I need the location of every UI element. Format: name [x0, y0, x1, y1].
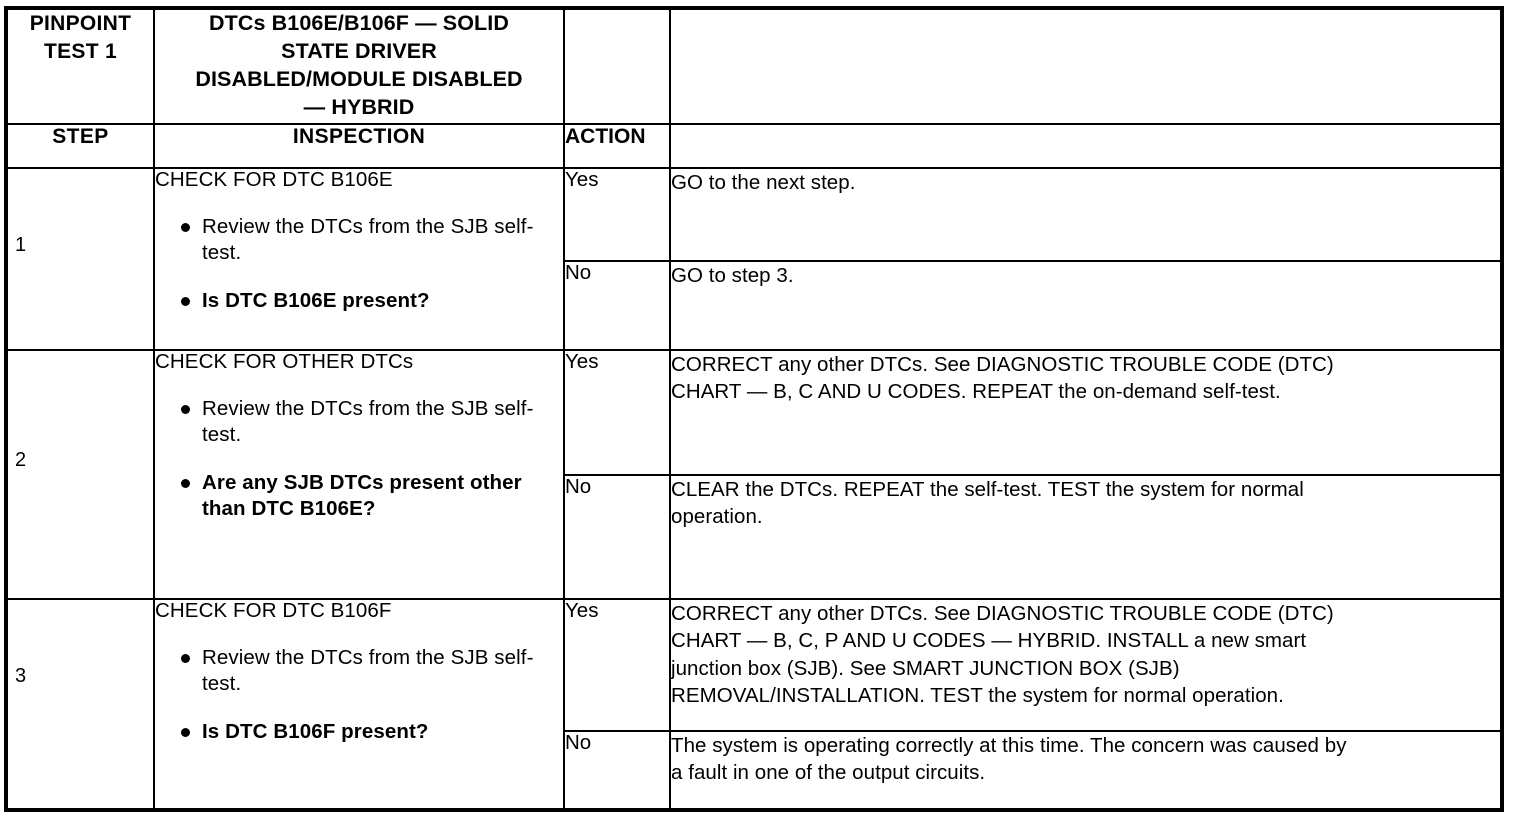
- bullet-dot-icon: [181, 653, 190, 663]
- result-line: CORRECT any other DTCs. See DIAGNOSTIC T…: [671, 602, 1334, 625]
- inspection-bullet-list: Review the DTCs from the SJB self-test. …: [155, 214, 563, 314]
- result-cell-yes: GO to the next step.: [669, 167, 1503, 262]
- action-cell-no: No: [563, 474, 671, 600]
- step-number-cell: 2: [5, 349, 155, 600]
- result-line: CLEAR the DTCs. REPEAT the self-test. TE…: [671, 478, 1304, 501]
- result-cell-yes: CORRECT any other DTCs. See DIAGNOSTIC T…: [669, 349, 1503, 476]
- step-number: 2: [15, 449, 27, 471]
- inspection-bullet-list: Review the DTCs from the SJB self-test. …: [155, 396, 563, 522]
- table-row: 1 CHECK FOR DTC B106E Review the DTCs fr…: [5, 167, 1503, 351]
- result-cell-no: CLEAR the DTCs. REPEAT the self-test. TE…: [669, 474, 1503, 600]
- pinpoint-label-line2: TEST 1: [44, 39, 117, 63]
- title-line-2: STATE DRIVER: [281, 38, 437, 63]
- result-line: CORRECT any other DTCs. See DIAGNOSTIC T…: [671, 353, 1334, 376]
- inspection-cell: CHECK FOR DTC B106E Review the DTCs from…: [153, 167, 565, 351]
- title-line-3: DISABLED/MODULE DISABLED: [195, 66, 523, 91]
- result-cell-yes: CORRECT any other DTCs. See DIAGNOSTIC T…: [669, 598, 1503, 732]
- pinpoint-label-line1: PINPOINT: [29, 12, 132, 35]
- table-row: No GO to step 3.: [6, 260, 1503, 351]
- result-line: operation.: [671, 505, 763, 529]
- bullet-text: Is DTC B106F present?: [202, 720, 429, 744]
- bullet-text: Is DTC B106E present?: [202, 289, 430, 313]
- column-label-row: STEP INSPECTION ACTION: [5, 123, 1503, 169]
- result-line: REMOVAL/INSTALLATION. TEST the system fo…: [671, 683, 1284, 707]
- header-blank-result-cell: [669, 7, 1503, 125]
- title-line-1: DTCs B106E/B106F — SOLID: [209, 11, 509, 35]
- step-number-cell: 3: [5, 598, 155, 811]
- table-row: No CLEAR the DTCs. REPEAT the self-test.…: [6, 474, 1503, 600]
- header-blank-action-cell: [563, 7, 671, 125]
- action-cell-yes: Yes: [563, 167, 671, 262]
- bullet-text: Review the DTCs from the SJB self-test.: [202, 396, 534, 446]
- inspection-bullet-list: Review the DTCs from the SJB self-test. …: [155, 645, 563, 745]
- result-cell-no: GO to step 3.: [669, 260, 1503, 351]
- table-header-row: PINPOINT TEST 1 DTCs B106E/B106F — SOLID…: [5, 7, 1503, 125]
- action-cell-no: No: [563, 260, 671, 351]
- bullet-dot-icon: [181, 479, 190, 489]
- result-cell-no: The system is operating correctly at thi…: [669, 730, 1503, 811]
- bullet-text: Review the DTCs from the SJB self-test.: [202, 645, 534, 695]
- inspection-title: CHECK FOR DTC B106F: [155, 599, 392, 622]
- column-header-result: [669, 123, 1503, 169]
- title-line-4: — HYBRID: [303, 94, 415, 119]
- step-number-cell: 1: [5, 167, 155, 351]
- bullet-text: Review the DTCs from the SJB self-test.: [202, 214, 534, 264]
- bullet-dot-icon: [181, 728, 190, 738]
- action-cell-yes: Yes: [563, 598, 671, 732]
- bullet-dot-icon: [181, 222, 190, 232]
- inspection-cell: CHECK FOR OTHER DTCs Review the DTCs fro…: [153, 349, 565, 600]
- bullet-dot-icon: [181, 404, 190, 414]
- action-cell-no: No: [563, 730, 671, 811]
- list-item: Is DTC B106E present?: [155, 288, 563, 314]
- result-line: GO to the next step.: [671, 171, 856, 194]
- result-line: CHART — B, C, P AND U CODES — HYBRID. IN…: [671, 629, 1307, 653]
- list-item: Is DTC B106F present?: [155, 719, 563, 745]
- step-number: 3: [15, 665, 27, 687]
- table-row: No The system is operating correctly at …: [6, 730, 1503, 811]
- result-line: junction box (SJB). See SMART JUNCTION B…: [671, 656, 1180, 680]
- list-item: Review the DTCs from the SJB self-test.: [155, 214, 563, 266]
- result-line: a fault in one of the output circuits.: [671, 761, 986, 785]
- table-title: DTCs B106E/B106F — SOLID STATE DRIVER DI…: [153, 7, 565, 125]
- inspection-cell: CHECK FOR DTC B106F Review the DTCs from…: [153, 598, 565, 811]
- inspection-title: CHECK FOR OTHER DTCs: [155, 350, 414, 373]
- result-line: CHART — B, C AND U CODES. REPEAT the on-…: [671, 380, 1281, 404]
- table-row: 3 CHECK FOR DTC B106F Review the DTCs fr…: [5, 598, 1503, 811]
- action-cell-yes: Yes: [563, 349, 671, 476]
- pinpoint-test-label: PINPOINT TEST 1: [5, 7, 155, 125]
- bullet-text: Are any SJB DTCs present other than DTC …: [202, 471, 522, 521]
- inspection-title: CHECK FOR DTC B106E: [155, 168, 393, 191]
- table-row: 2 CHECK FOR OTHER DTCs Review the DTCs f…: [5, 349, 1503, 600]
- result-line: The system is operating correctly at thi…: [671, 734, 1347, 757]
- list-item: Review the DTCs from the SJB self-test.: [155, 396, 563, 448]
- pinpoint-test-table: PINPOINT TEST 1 DTCs B106E/B106F — SOLID…: [4, 6, 1504, 812]
- column-header-action: ACTION: [563, 123, 671, 169]
- step-number: 1: [15, 234, 27, 256]
- list-item: Review the DTCs from the SJB self-test.: [155, 645, 563, 697]
- column-header-inspection: INSPECTION: [153, 123, 565, 169]
- bullet-dot-icon: [181, 297, 190, 307]
- list-item: Are any SJB DTCs present other than DTC …: [155, 470, 563, 522]
- result-line: GO to step 3.: [671, 264, 794, 287]
- column-header-step: STEP: [5, 123, 155, 169]
